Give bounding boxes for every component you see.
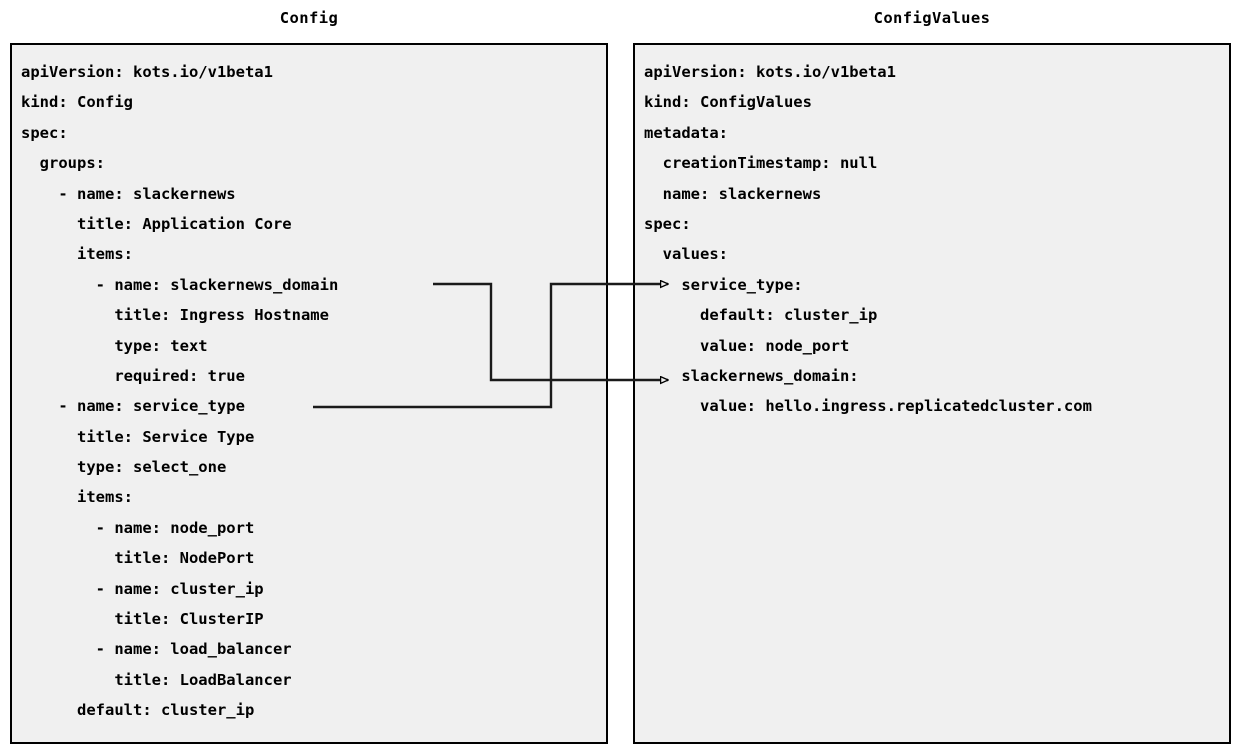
- config-yaml-line: required: true: [21, 366, 245, 385]
- configvalues-yaml-line: metadata:: [644, 123, 728, 142]
- config-yaml-line: default: cluster_ip: [21, 701, 255, 720]
- configvalues-yaml-line: kind: ConfigValues: [644, 93, 812, 112]
- config-yaml-line: title: ClusterIP: [21, 610, 264, 629]
- config-yaml-line: title: Service Type: [21, 427, 255, 446]
- config-yaml-line: - name: node_port: [21, 518, 255, 537]
- config-yaml-line: - name: slackernews_domain: [21, 275, 339, 294]
- config-yaml-line: kind: Config: [21, 93, 133, 112]
- config-yaml-line: title: Application Core: [21, 214, 292, 233]
- config-yaml-line: - name: load_balancer: [21, 640, 292, 659]
- configvalues-yaml-line: slackernews_domain:: [644, 366, 859, 385]
- configvalues-panel-title: ConfigValues: [873, 9, 991, 27]
- configvalues-yaml-line: service_type:: [644, 275, 803, 294]
- configvalues-yaml-panel: apiVersion: kots.io/v1beta1 kind: ConfigV…: [633, 43, 1231, 744]
- config-yaml-line: type: select_one: [21, 458, 227, 477]
- config-yaml-line: spec:: [21, 123, 68, 142]
- config-yaml-line: title: Ingress Hostname: [21, 306, 329, 325]
- configvalues-yaml-line: creationTimestamp: null: [644, 154, 878, 173]
- config-yaml-code: apiVersion: kots.io/v1beta1 kind: Config s…: [12, 45, 606, 726]
- config-yaml-line: - name: service_type: [21, 397, 245, 416]
- configvalues-yaml-line: name: slackernews: [644, 184, 822, 203]
- configvalues-yaml-line: value: hello.ingress.replicatedcluster.c…: [644, 397, 1092, 416]
- config-yaml-line: - name: slackernews: [21, 184, 236, 203]
- config-yaml-line: - name: cluster_ip: [21, 579, 264, 598]
- config-yaml-line: title: NodePort: [21, 549, 255, 568]
- config-panel-title: Config: [279, 9, 339, 27]
- config-yaml-line: apiVersion: kots.io/v1beta1: [21, 63, 273, 81]
- config-yaml-line: title: LoadBalancer: [21, 670, 292, 689]
- config-yaml-line: items:: [21, 488, 133, 507]
- config-yaml-panel: apiVersion: kots.io/v1beta1 kind: Config s…: [10, 43, 608, 744]
- configvalues-yaml-line: apiVersion: kots.io/v1beta1: [644, 63, 896, 81]
- config-yaml-line: groups:: [21, 154, 105, 173]
- configvalues-yaml-line: spec:: [644, 214, 691, 233]
- configvalues-yaml-line: value: node_port: [644, 336, 850, 355]
- config-yaml-line: items:: [21, 245, 133, 264]
- configvalues-yaml-line: values:: [644, 245, 728, 264]
- config-yaml-line: type: text: [21, 336, 208, 355]
- configvalues-yaml-line: default: cluster_ip: [644, 306, 878, 325]
- configvalues-yaml-code: apiVersion: kots.io/v1beta1 kind: ConfigV…: [635, 45, 1229, 422]
